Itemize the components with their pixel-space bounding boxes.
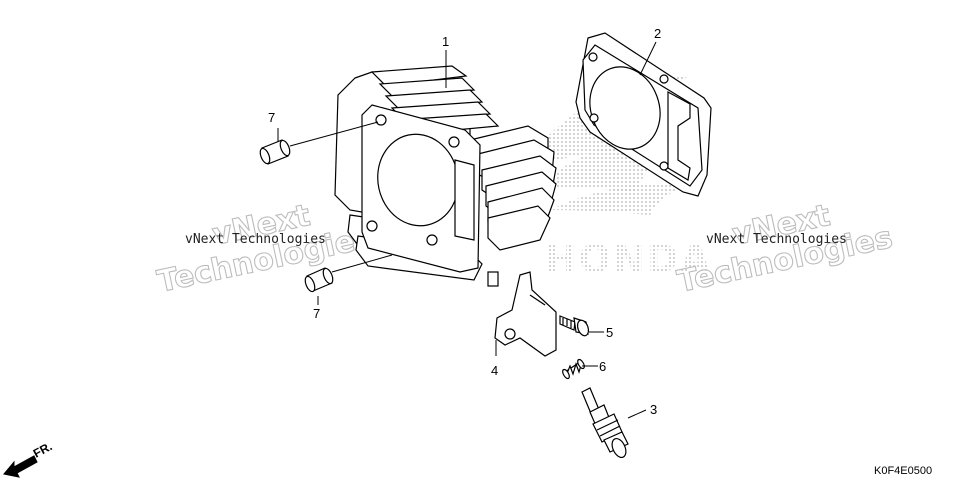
front-direction-arrow: FR. [3,439,54,478]
flange-bolt [559,315,590,337]
svg-text:HONDA: HONDA [545,237,712,281]
svg-text:vNext Technologies: vNext Technologies [185,232,326,247]
cylinder-gasket [575,32,712,197]
dowel-pin-upper [259,139,291,165]
callout-7-lower: 7 [313,306,320,321]
cylinder-block [334,65,557,287]
callout-5: 5 [606,325,613,340]
drawing-code: K0F4E0500 [874,465,932,477]
callout-7-upper: 7 [268,110,275,125]
watermark-left: vNext Technologies vNext Technologies [154,198,376,301]
temperature-sensor [581,387,629,459]
callout-4: 4 [491,363,498,378]
sensor-bracket [494,271,557,357]
spring [562,358,585,380]
dowel-pin-lower [304,267,334,293]
callout-3: 3 [650,402,657,417]
callout-1: 1 [442,34,449,49]
svg-text:vNext Technologies: vNext Technologies [706,232,847,247]
leader-lines [277,41,657,419]
callout-2: 2 [654,26,661,41]
callout-6: 6 [599,359,606,374]
callout-labels: 1 2 3 4 5 6 7 7 [268,26,661,417]
